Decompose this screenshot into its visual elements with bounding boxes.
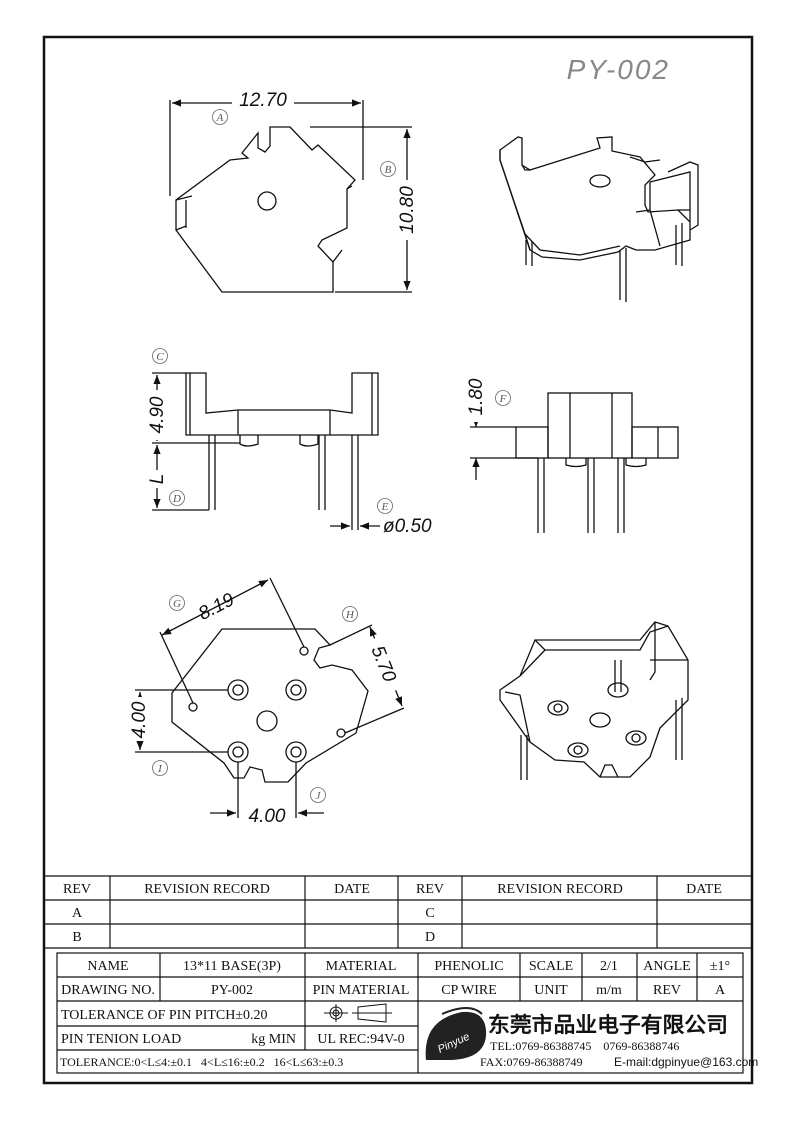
company-name: 东莞市品业电子有限公司 bbox=[488, 1013, 728, 1037]
rev-label: REV bbox=[653, 983, 681, 998]
rev-header-2: REV bbox=[416, 882, 444, 897]
scale-label: SCALE bbox=[529, 959, 573, 974]
dim-l-value: L bbox=[147, 474, 168, 485]
callout-i-circle bbox=[152, 760, 168, 776]
rev-value: A bbox=[715, 983, 726, 998]
iso-view-bottom bbox=[499, 621, 689, 780]
rev-row-d: D bbox=[425, 930, 435, 945]
callout-b-circle bbox=[380, 161, 396, 177]
callout-g-circle bbox=[169, 595, 185, 611]
dim-b-value: 10.80 bbox=[397, 186, 418, 234]
material-label: MATERIAL bbox=[326, 959, 397, 974]
pin-material-value: CP WIRE bbox=[441, 983, 497, 998]
scale-value: 2/1 bbox=[600, 959, 618, 974]
pin-tension-unit: kg MIN bbox=[251, 1032, 296, 1047]
date-header-2: DATE bbox=[686, 882, 722, 897]
callout-g-label: G bbox=[173, 598, 181, 610]
bottom-view bbox=[135, 577, 405, 818]
callout-b-label: B bbox=[385, 164, 392, 176]
drawing-title: PY-002 bbox=[567, 54, 670, 85]
callout-f-label: F bbox=[499, 393, 507, 405]
callout-f-circle bbox=[495, 390, 511, 406]
front-view bbox=[152, 372, 380, 530]
callout-j-label: J bbox=[316, 790, 322, 802]
rev-row-c: C bbox=[425, 906, 434, 921]
callout-e-label: E bbox=[381, 501, 389, 513]
dim-c-value: 4.90 bbox=[147, 396, 168, 433]
callout-h-label: H bbox=[345, 609, 355, 621]
angle-label: ANGLE bbox=[643, 959, 690, 974]
company-fax: FAX:0769-86388749 bbox=[480, 1055, 582, 1069]
drawing-no-label: DRAWING NO. bbox=[61, 983, 155, 998]
company-tel: TEL:0769-86388745 0769-86388746 bbox=[490, 1039, 679, 1053]
rev-row-b: B bbox=[72, 930, 81, 945]
ul-rec: UL REC:94V-0 bbox=[317, 1032, 404, 1047]
callout-e-circle bbox=[377, 498, 393, 514]
dim-f-value: 1.80 bbox=[466, 378, 487, 415]
rev-record-header-1: REVISION RECORD bbox=[144, 882, 270, 897]
tolerance-line: TOLERANCE:0<L≤4:±0.1 4<L≤16:±0.2 16<L≤63… bbox=[60, 1055, 343, 1069]
tolerance-pitch: TOLERANCE OF PIN PITCH±0.20 bbox=[61, 1008, 268, 1023]
dim-i-value: 4.00 bbox=[129, 701, 150, 738]
company-email: E-mail:dgpinyue@163.com bbox=[614, 1055, 758, 1069]
callout-c-label: C bbox=[156, 351, 164, 363]
callout-d-circle bbox=[169, 490, 185, 506]
sheet-border bbox=[42, 35, 754, 1085]
side-view bbox=[470, 392, 679, 533]
title-block bbox=[56, 952, 744, 1074]
projection-symbol-icon bbox=[324, 1003, 392, 1023]
pin-tension-label: PIN TENION LOAD bbox=[61, 1032, 181, 1047]
callout-c-circle bbox=[152, 348, 168, 364]
callout-h-circle bbox=[342, 606, 358, 622]
name-label: NAME bbox=[87, 959, 128, 974]
material-value: PHENOLIC bbox=[434, 959, 503, 974]
unit-label: UNIT bbox=[534, 983, 568, 998]
iso-view-top bbox=[499, 136, 699, 302]
callout-a-circle bbox=[212, 109, 228, 125]
dim-e-value: ø0.50 bbox=[383, 516, 432, 537]
revision-table bbox=[44, 875, 752, 949]
top-view bbox=[169, 99, 412, 293]
date-header-1: DATE bbox=[334, 882, 370, 897]
rev-header-1: REV bbox=[63, 882, 91, 897]
callout-j-circle bbox=[310, 787, 326, 803]
company-logo: Pinyue bbox=[425, 1007, 487, 1060]
rev-record-header-2: REVISION RECORD bbox=[497, 882, 623, 897]
callout-a-label: A bbox=[216, 112, 224, 124]
dim-j-value: 4.00 bbox=[249, 806, 286, 827]
drawing-no-value: PY-002 bbox=[211, 983, 253, 998]
angle-value: ±1° bbox=[710, 959, 730, 974]
name-value: 13*11 BASE(3P) bbox=[183, 959, 281, 974]
pin-material-label: PIN MATERIAL bbox=[313, 983, 410, 998]
dim-a-value: 12.70 bbox=[239, 90, 287, 111]
rev-row-a: A bbox=[72, 906, 83, 921]
dim-g-value: 8.19 bbox=[195, 589, 238, 625]
callout-i-label: I bbox=[157, 763, 163, 775]
callout-d-label: D bbox=[172, 493, 181, 505]
unit-value: m/m bbox=[596, 983, 622, 998]
